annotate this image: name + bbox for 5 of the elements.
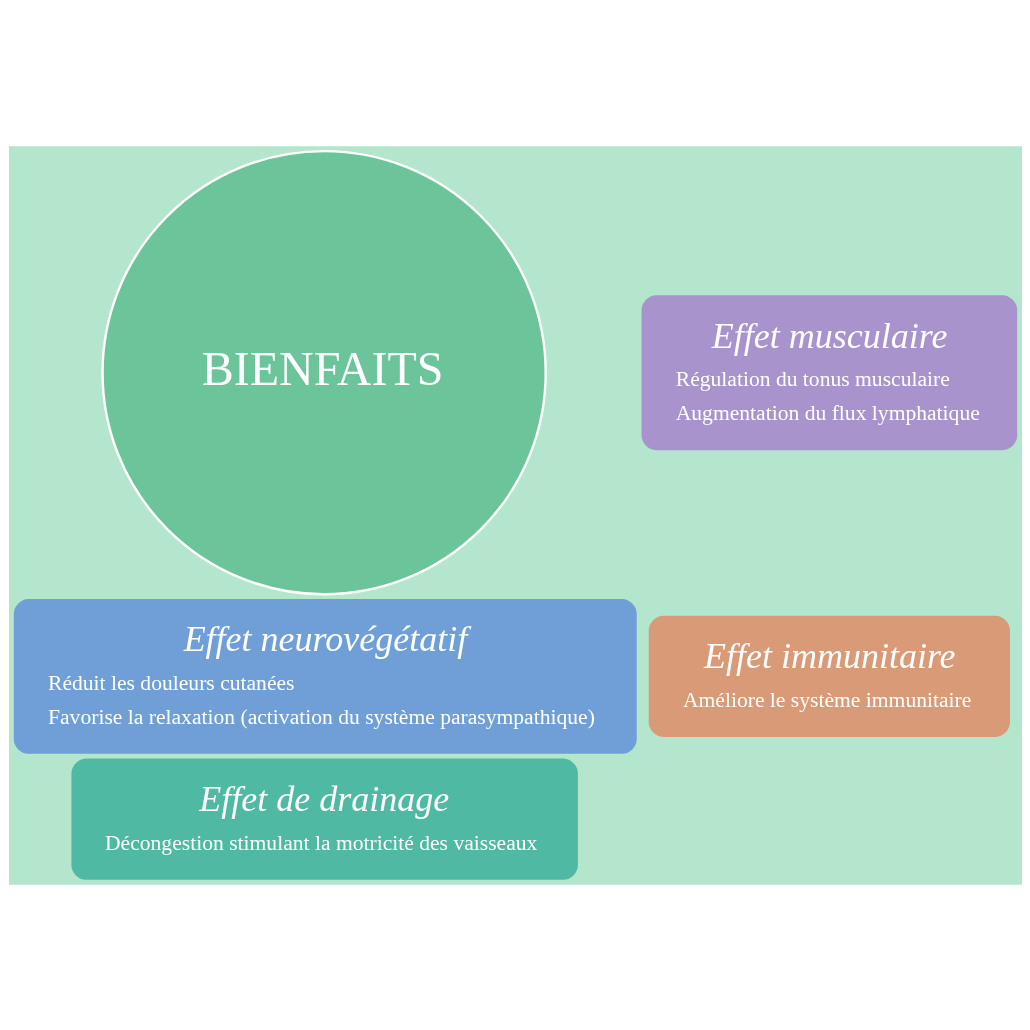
node-box: Effet musculaire Régulation du tonus musculaire Augmentation du flux lymphatique	[641, 294, 1017, 450]
node-box: Effet de drainage Décongestion stimulant la motricité des vaisseaux	[70, 758, 578, 880]
node-box: Effet immunitaire Améliore le système immunitaire	[648, 615, 1010, 737]
node-box: Effet neurovégétatif Réduit les douleurs cutanées Favorise la relaxation (activation du système parasympathique)	[13, 598, 637, 754]
node-circle: BIENFAITS	[100, 149, 547, 595]
